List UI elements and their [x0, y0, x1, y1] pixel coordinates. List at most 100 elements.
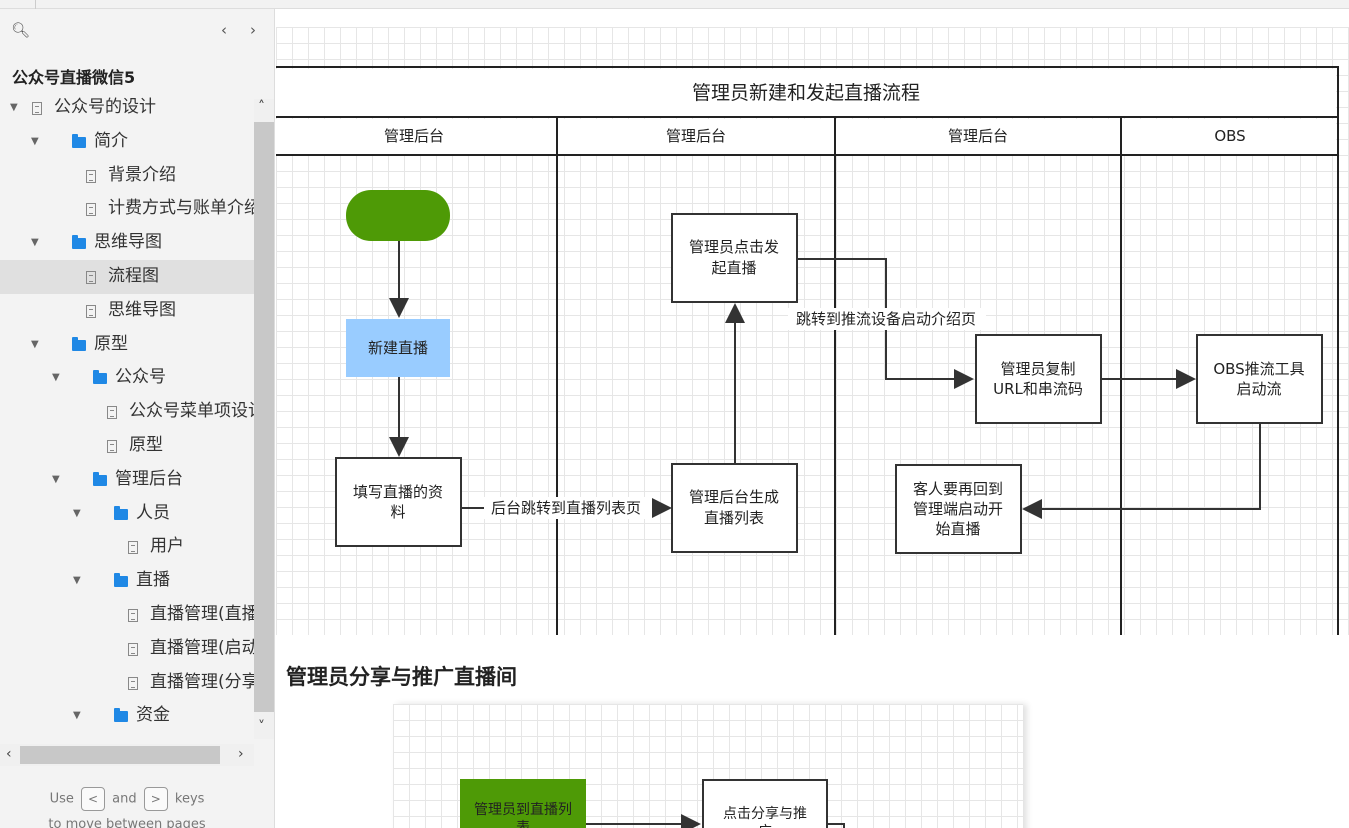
- edge-label-to-list: 后台跳转到直播列表页: [491, 499, 641, 517]
- tree-item-label: 直播管理(启动直播): [150, 637, 254, 658]
- tree-folder-item[interactable]: ▼ 简介: [0, 125, 254, 159]
- scrollbar-thumb[interactable]: [254, 122, 274, 712]
- lane-label-2: 管理后台: [666, 127, 726, 145]
- tree-folder-item[interactable]: ▼管理后台: [0, 463, 254, 497]
- prev-page-icon[interactable]: ‹: [221, 21, 227, 39]
- tree-doc-item[interactable]: 原型: [0, 429, 254, 463]
- svg-text:直播列表: 直播列表: [704, 509, 764, 527]
- folder-icon: [114, 708, 128, 723]
- tree-doc-item[interactable]: 公众号菜单项设计: [0, 395, 254, 429]
- h-scrollbar-thumb[interactable]: [20, 746, 220, 764]
- tree-doc-item[interactable]: 背景介绍: [0, 159, 254, 193]
- tree-item-label: 流程图: [108, 265, 159, 286]
- scroll-right-icon[interactable]: ›: [238, 746, 244, 762]
- vertical-scrollbar[interactable]: ˄ ˅: [254, 99, 274, 739]
- svg-text:填写直播的资: 填写直播的资: [353, 483, 443, 501]
- tree-folder-item[interactable]: ▼思维导图: [0, 226, 254, 260]
- document-icon: [107, 439, 117, 453]
- document-icon: [86, 270, 96, 284]
- tree-item-label: 直播管理(分享): [150, 671, 254, 692]
- folder-icon: [114, 505, 128, 520]
- share-start-node: [460, 779, 586, 828]
- expand-arrow-icon[interactable]: ▼: [31, 135, 39, 147]
- tree-item-label: 思维导图: [108, 299, 176, 320]
- return-admin-node: [895, 464, 1022, 554]
- expand-arrow-icon[interactable]: ▼: [73, 575, 81, 587]
- tree-doc-item[interactable]: 直播管理(启动直播): [0, 632, 254, 666]
- svg-text:新建直播: 新建直播: [368, 339, 428, 357]
- tree-doc-item[interactable]: ▼公众号的设计: [0, 91, 254, 125]
- expand-arrow-icon[interactable]: ▼: [73, 507, 81, 519]
- expand-arrow-icon[interactable]: ▼: [73, 710, 81, 722]
- folder-icon: [72, 235, 86, 250]
- folder-icon: [72, 133, 86, 148]
- next-page-icon[interactable]: ›: [250, 21, 256, 39]
- section-heading: 管理员分享与推广直播间: [286, 665, 517, 689]
- svg-text:广: 广: [758, 824, 772, 828]
- folder-icon: [93, 471, 107, 486]
- tree-doc-item[interactable]: 流程图: [0, 259, 254, 294]
- folder-icon: [93, 370, 107, 385]
- nav-tree: ▼公众号的设计▼简介背景介绍计费方式与账单介绍▼思维导图流程图思维导图▼原型▼公…: [0, 91, 254, 739]
- search-icon[interactable]: 🔍︎: [11, 21, 31, 39]
- tree-doc-item[interactable]: 思维导图: [0, 294, 254, 328]
- horizontal-scrollbar[interactable]: ‹ ›: [0, 744, 254, 766]
- tree-folder-item[interactable]: ▼资金: [0, 699, 254, 733]
- expand-arrow-icon[interactable]: ▼: [31, 338, 39, 350]
- click-start-node: [671, 213, 798, 303]
- flowchart-1: 管理员新建和发起直播流程 管理后台 管理后台 管理后台 OBS 后台跳转到直播列…: [276, 27, 1349, 648]
- scroll-up-icon[interactable]: ˄: [258, 99, 265, 115]
- next-key: >: [143, 787, 168, 811]
- lane-label-3: 管理后台: [948, 127, 1008, 145]
- document-icon: [86, 304, 96, 318]
- document-icon: [128, 676, 138, 690]
- tree-doc-item[interactable]: 充值: [0, 733, 254, 739]
- sidebar-header: 🔍︎ ‹ ›: [0, 9, 274, 53]
- tree-item-label: 原型: [129, 434, 163, 455]
- tree-folder-item[interactable]: ▼直播: [0, 564, 254, 598]
- flowchart-2-svg: 管理员到直播列 表 点击分享与推 广: [460, 779, 845, 828]
- pool-title: 管理员新建和发起直播流程: [692, 82, 920, 104]
- tree-item-label: 直播管理(直播间): [150, 603, 254, 624]
- tree-doc-item[interactable]: 直播管理(分享): [0, 666, 254, 700]
- svg-text:管理员点击发: 管理员点击发: [689, 238, 779, 256]
- svg-text:起直播: 起直播: [711, 259, 756, 277]
- svg-text:表: 表: [516, 820, 530, 828]
- scroll-left-icon[interactable]: ‹: [6, 746, 12, 762]
- tree-item-label: 背景介绍: [108, 164, 176, 185]
- start-node: [346, 190, 450, 241]
- svg-text:管理端启动开: 管理端启动开: [913, 500, 1003, 518]
- lane-label-1: 管理后台: [384, 127, 444, 145]
- tree-item-label: 充值: [150, 733, 184, 739]
- tree-folder-item[interactable]: ▼原型: [0, 328, 254, 362]
- svg-text:管理后台生成: 管理后台生成: [689, 488, 779, 506]
- scroll-down-icon[interactable]: ˅: [258, 719, 265, 735]
- svg-text:点击分享与推: 点击分享与推: [723, 805, 807, 822]
- click-share-node: [702, 779, 828, 828]
- document-icon: [128, 608, 138, 622]
- flowchart-1-svg: 管理员新建和发起直播流程 管理后台 管理后台 管理后台 OBS 后台跳转到直播列…: [276, 66, 1339, 648]
- copy-url-node: [975, 334, 1102, 424]
- folder-icon: [114, 573, 128, 588]
- generate-list-node: [671, 463, 798, 553]
- expand-arrow-icon[interactable]: ▼: [52, 473, 60, 485]
- tree-doc-item[interactable]: 用户: [0, 530, 254, 564]
- lane-label-4: OBS: [1214, 127, 1245, 145]
- tree-item-label: 公众号: [115, 367, 166, 388]
- tree-doc-item[interactable]: 直播管理(直播间): [0, 598, 254, 632]
- tree-doc-item[interactable]: 计费方式与账单介绍: [0, 192, 254, 226]
- expand-arrow-icon[interactable]: ▼: [31, 237, 39, 249]
- tree-item-label: 简介: [94, 130, 128, 151]
- tree-folder-item[interactable]: ▼人员: [0, 497, 254, 531]
- flowchart-2: 管理员到直播列 表 点击分享与推 广: [393, 704, 1023, 828]
- tree-folder-item[interactable]: ▼ 公众号: [0, 361, 254, 395]
- expand-arrow-icon[interactable]: ▼: [10, 102, 18, 113]
- document-icon: [32, 102, 42, 115]
- svg-text:管理员复制: 管理员复制: [1000, 360, 1075, 378]
- svg-text:始直播: 始直播: [935, 520, 980, 538]
- document-icon: [128, 541, 138, 555]
- expand-arrow-icon[interactable]: ▼: [52, 372, 60, 384]
- create-live-node: [346, 319, 450, 377]
- document-icon: [86, 169, 96, 183]
- top-bar: [0, 0, 1349, 9]
